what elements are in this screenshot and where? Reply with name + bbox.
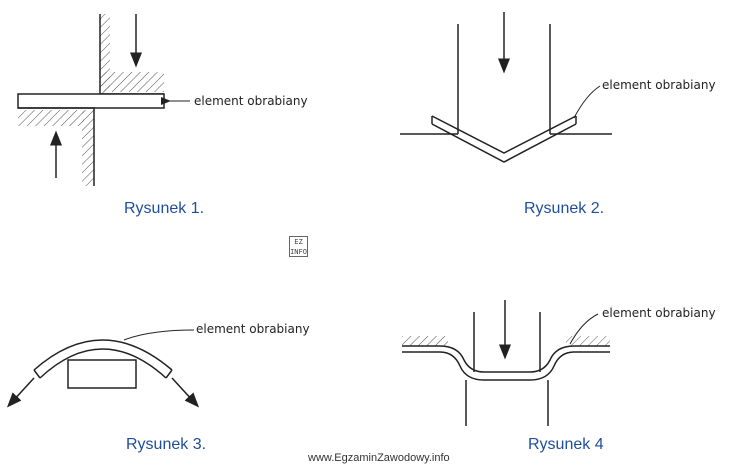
figure-2	[400, 12, 612, 163]
workpiece-1	[17, 93, 165, 109]
leader-3	[123, 329, 195, 341]
workpiece-4-top	[402, 345, 610, 373]
leader-4	[569, 313, 599, 345]
caption-figure-2: Rysunek 2.	[524, 200, 605, 217]
footer-url[interactable]: www.EgzaminZawodowy.info	[308, 452, 450, 464]
figure-4	[402, 300, 610, 426]
label-figure-2: element obrabiany	[602, 78, 716, 92]
label-figure-1: element obrabiany	[194, 94, 308, 108]
figure-1	[17, 14, 190, 186]
figure-3	[6, 329, 200, 408]
label-figure-4: element obrabiany	[602, 306, 716, 320]
upper-die-hatch	[100, 14, 110, 94]
workpiece-3-outer	[33, 339, 173, 371]
arrow-right-3	[171, 377, 200, 408]
arrow-left-3	[6, 377, 35, 408]
logo-line-2: INFO	[290, 248, 307, 256]
lower-die-hatch	[18, 110, 84, 126]
lower-die-hatch-post	[82, 110, 94, 186]
leader-2	[573, 85, 601, 119]
workpiece-4-bottom	[402, 351, 610, 381]
workpiece-3-inner	[39, 348, 167, 379]
hatch-right-4	[566, 336, 610, 346]
logo-line-1: EZ	[294, 238, 303, 246]
label-figure-3: element obrabiany	[196, 322, 310, 336]
support-block	[67, 359, 137, 389]
hatch-left-4	[402, 336, 448, 346]
caption-figure-4: Rysunek 4	[528, 436, 604, 453]
ez-info-logo: EZ INFO	[289, 236, 308, 257]
caption-figure-1: Rysunek 1.	[124, 200, 205, 217]
workpiece-2-top	[431, 115, 577, 154]
workpiece-2-bottom	[431, 123, 577, 163]
upper-die-hatch-base	[100, 72, 164, 92]
lower-die	[18, 107, 95, 186]
caption-figure-3: Rysunek 3.	[126, 436, 207, 453]
